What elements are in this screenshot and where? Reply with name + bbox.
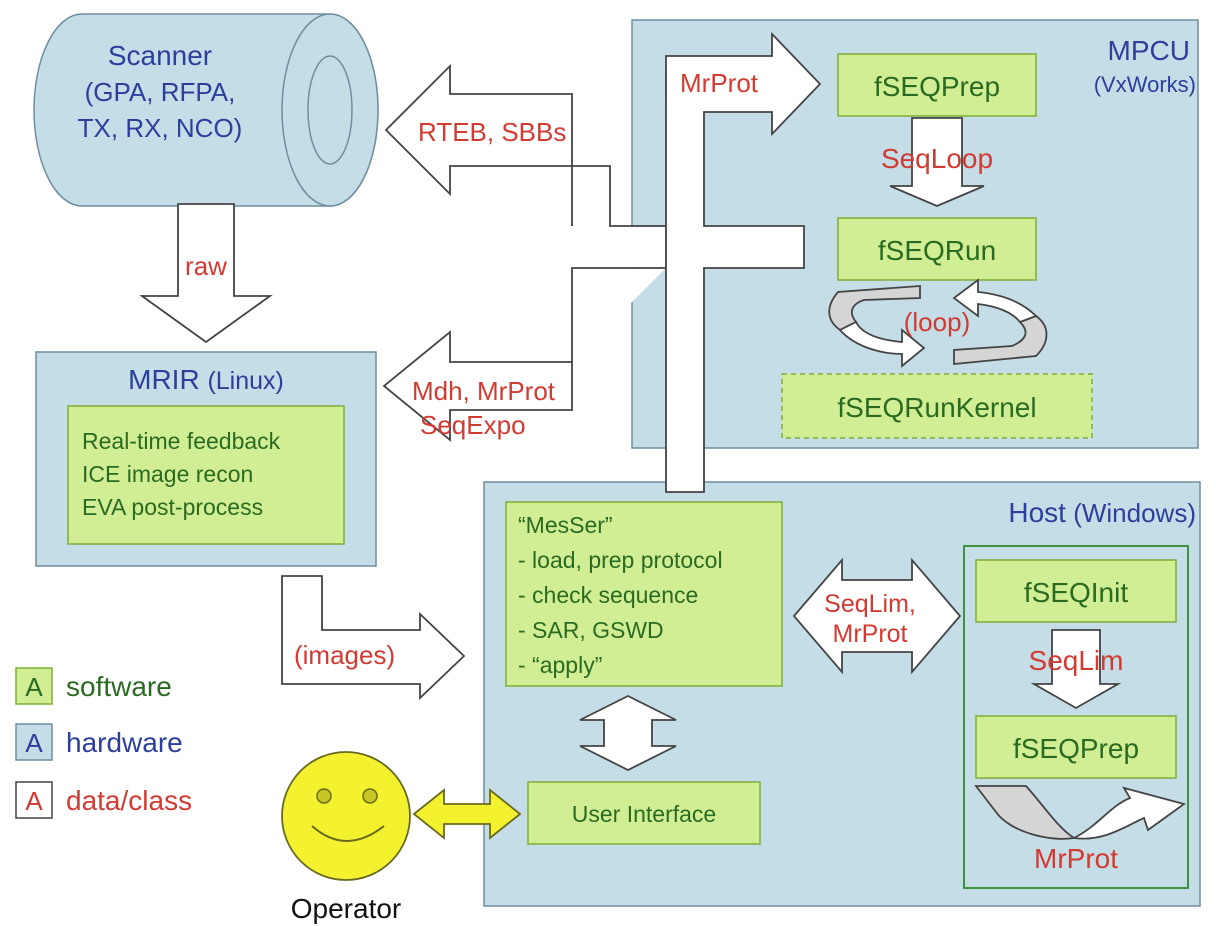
operator-label: Operator (291, 893, 402, 924)
host-seqlim-arrow (1030, 629, 1122, 710)
mrir-title: MRIR (Linux) (128, 364, 284, 395)
loop-label: (loop) (904, 307, 970, 337)
messer-line-1: “MesSer” (518, 512, 613, 538)
legend-hardware-label: hardware (66, 727, 183, 758)
seqloop-arrow (889, 117, 985, 207)
scanner-line-2: TX, RX, NCO) (78, 113, 243, 143)
legend-hardware: A hardware (15, 723, 183, 761)
user-interface-label: User Interface (572, 801, 716, 827)
bus-arrow (382, 31, 822, 493)
flow-mdh: Mdh, MrProt (412, 376, 556, 406)
host-title: Host (Windows) (1008, 497, 1196, 528)
flow-mrprot-top: MrProt (680, 68, 759, 98)
host-mrprot-swoop (974, 785, 1187, 840)
host-init-box (975, 559, 1177, 623)
flow-seqlim-b: MrProt (833, 620, 908, 648)
mpcu-kernel-box (781, 373, 1093, 439)
operator-ui-arrow (412, 788, 522, 840)
flow-raw: raw (185, 251, 227, 281)
svg-text:A: A (25, 672, 43, 702)
host-prep-box (975, 715, 1177, 779)
mrir-line-2: ICE image recon (82, 461, 253, 487)
messer-ui-arrow (579, 694, 677, 772)
flow-images: (images) (294, 640, 395, 670)
messer-box (505, 501, 783, 687)
scanner-line-1: (GPA, RFPA, (85, 77, 236, 107)
operator-smiley (281, 751, 411, 881)
legend-software-label: software (66, 671, 172, 702)
legend: A software A hardware A data/class (15, 667, 192, 819)
seqlim-double-arrow (792, 557, 962, 675)
host-mrprot-label: MrProt (1034, 843, 1118, 874)
mrir-software-box (67, 405, 345, 545)
flow-seqlim-a: SeqLim, (824, 590, 916, 618)
mpcu-os: (VxWorks) (1094, 72, 1196, 97)
mrir-line-3: EVA post-process (82, 494, 263, 520)
legend-data-label: data/class (66, 785, 192, 816)
mrir-line-1: Real-time feedback (82, 428, 281, 454)
user-interface-box[interactable] (527, 781, 761, 845)
loop-circle-arrows: (loop) (828, 278, 1048, 368)
legend-software: A software (15, 667, 172, 705)
svg-text:A: A (25, 728, 43, 758)
mpcu-run-label: fSEQRun (878, 235, 996, 266)
mrir-panel: MRIR (Linux) Real-time feedback ICE imag… (35, 351, 377, 567)
mpcu-run-box (837, 217, 1037, 281)
mpcu-title: MPCU (1108, 35, 1190, 66)
flow-rteb: RTEB, SBBs (418, 117, 566, 147)
host-init-label: fSEQInit (1024, 577, 1128, 608)
svg-text:A: A (25, 786, 43, 816)
images-arrow (281, 575, 466, 701)
mpcu-prep-box (837, 53, 1037, 117)
raw-arrow (139, 203, 273, 344)
scanner-title: Scanner (108, 40, 212, 71)
messer-line-2: - load, prep protocol (518, 547, 723, 573)
legend-data: A data/class (15, 781, 192, 819)
mpcu-prep-label: fSEQPrep (874, 71, 1000, 102)
messer-line-4: - SAR, GSWD (518, 617, 664, 643)
host-seqlim-label: SeqLim (1029, 645, 1124, 676)
host-prep-label: fSEQPrep (1013, 733, 1139, 764)
mpcu-kernel-label: fSEQRunKernel (837, 392, 1036, 423)
messer-line-5: - “apply” (518, 652, 602, 678)
host-sequence-frame (963, 545, 1189, 889)
flow-seqexpo: SeqExpo (420, 410, 526, 440)
scanner-cylinder: Scanner (GPA, RFPA, TX, RX, NCO) (33, 13, 379, 207)
seqloop-label: SeqLoop (881, 143, 993, 174)
messer-line-3: - check sequence (518, 582, 698, 608)
